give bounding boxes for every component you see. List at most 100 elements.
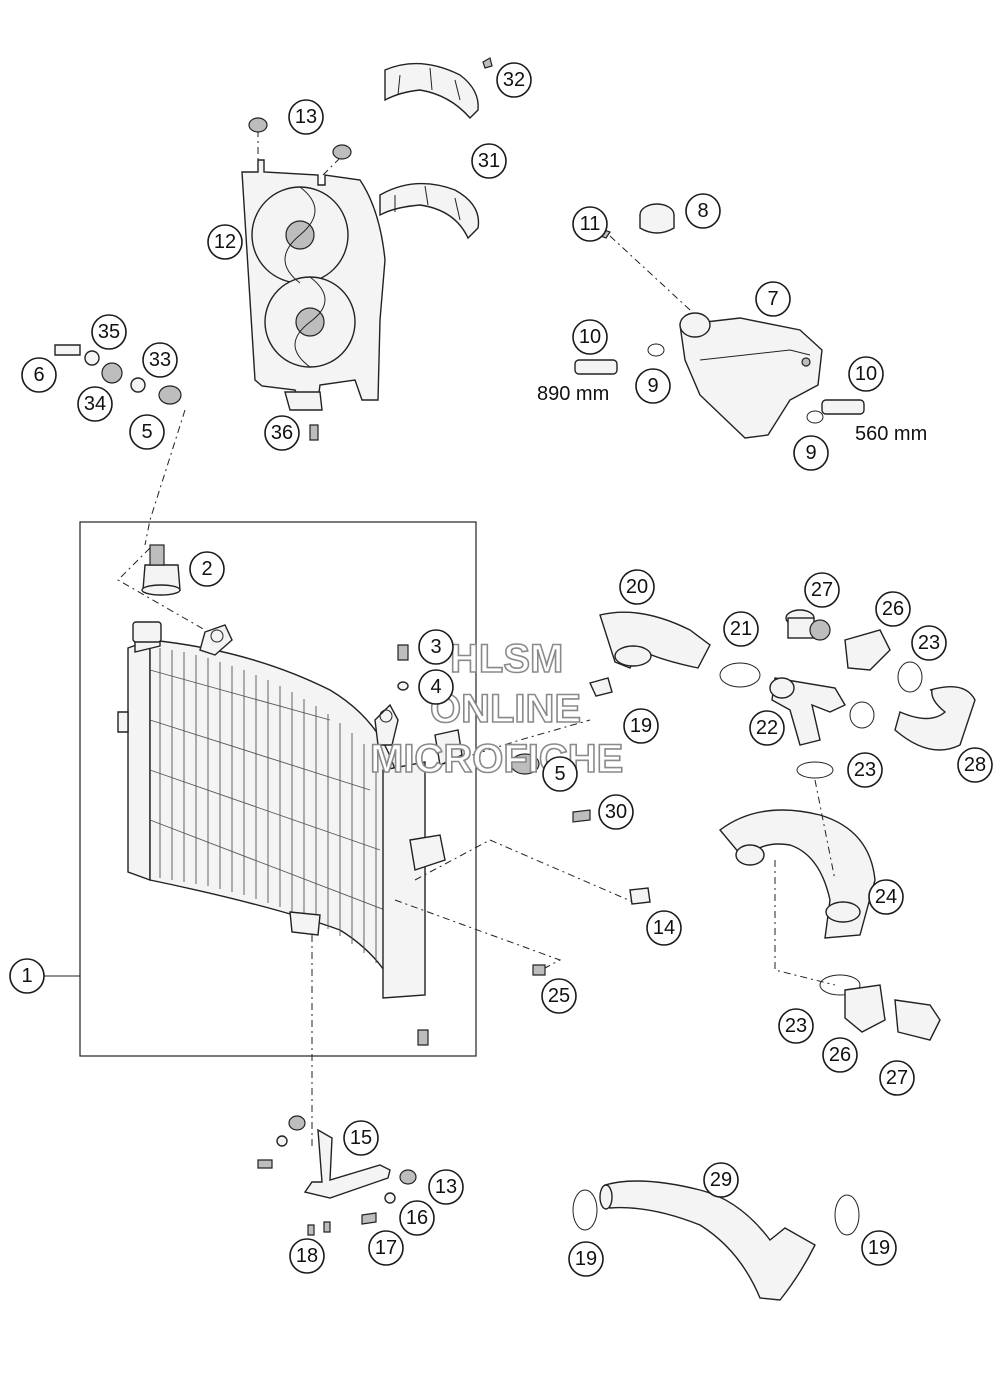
hose-20 bbox=[599, 611, 711, 669]
svg-text:19: 19 bbox=[868, 1237, 890, 1259]
callout-12: 12 bbox=[207, 224, 243, 260]
expansion-tank-cap bbox=[639, 203, 675, 234]
svg-text:15: 15 bbox=[350, 1127, 372, 1149]
callout-23-top-right: 23 bbox=[911, 625, 947, 661]
svg-text:26: 26 bbox=[882, 598, 904, 620]
svg-text:21: 21 bbox=[730, 618, 752, 640]
svg-text:28: 28 bbox=[964, 754, 986, 776]
svg-text:8: 8 bbox=[697, 200, 708, 222]
callout-6: 6 bbox=[21, 357, 57, 393]
radiator bbox=[117, 621, 463, 999]
svg-text:24: 24 bbox=[875, 886, 897, 908]
svg-text:34: 34 bbox=[84, 393, 106, 415]
svg-text:26: 26 bbox=[829, 1044, 851, 1066]
svg-text:7: 7 bbox=[767, 288, 778, 310]
fan-cover-upper bbox=[384, 62, 479, 120]
callout-27-bottom: 27 bbox=[879, 1060, 915, 1096]
svg-text:31: 31 bbox=[478, 150, 500, 172]
callout-32: 32 bbox=[496, 62, 532, 98]
callout-15: 15 bbox=[343, 1120, 379, 1156]
callout-13-bottom: 13 bbox=[428, 1169, 464, 1205]
callout-26-bottom: 26 bbox=[822, 1037, 858, 1073]
left-fasteners bbox=[54, 344, 182, 405]
svg-text:30: 30 bbox=[605, 801, 627, 823]
callout-19-bottom-left: 19 bbox=[568, 1241, 604, 1277]
svg-text:3: 3 bbox=[430, 636, 441, 658]
svg-text:14: 14 bbox=[653, 917, 675, 939]
hose-24 bbox=[718, 809, 876, 939]
callout-21: 21 bbox=[723, 611, 759, 647]
callout-17: 17 bbox=[368, 1230, 404, 1266]
t-connector bbox=[769, 677, 846, 746]
svg-text:19: 19 bbox=[575, 1248, 597, 1270]
radiator-cap bbox=[141, 544, 181, 596]
watermark-line3: MICROFICHE bbox=[370, 737, 623, 781]
svg-text:5: 5 bbox=[141, 421, 152, 443]
svg-text:19: 19 bbox=[630, 715, 652, 737]
watermark-line1: HLSM bbox=[450, 637, 563, 681]
svg-text:2: 2 bbox=[201, 558, 212, 580]
svg-text:9: 9 bbox=[805, 442, 816, 464]
callout-27-top: 27 bbox=[804, 572, 840, 608]
callout-30: 30 bbox=[598, 794, 634, 830]
svg-text:22: 22 bbox=[756, 717, 778, 739]
callout-28: 28 bbox=[957, 747, 993, 783]
svg-text:16: 16 bbox=[406, 1207, 428, 1229]
callout-36: 36 bbox=[264, 415, 300, 451]
callout-18: 18 bbox=[289, 1238, 325, 1274]
callout-33: 33 bbox=[142, 342, 178, 378]
callout-22: 22 bbox=[749, 710, 785, 746]
svg-text:13: 13 bbox=[295, 106, 317, 128]
callout-3: 3 bbox=[418, 629, 454, 665]
svg-text:27: 27 bbox=[886, 1067, 908, 1089]
svg-text:13: 13 bbox=[435, 1176, 457, 1198]
callout-19-middle: 19 bbox=[623, 708, 659, 744]
callout-5-left: 5 bbox=[129, 414, 165, 450]
svg-text:10: 10 bbox=[855, 363, 877, 385]
callout-14: 14 bbox=[646, 910, 682, 946]
svg-text:23: 23 bbox=[785, 1015, 807, 1037]
svg-text:5: 5 bbox=[554, 763, 565, 785]
fan-shroud bbox=[241, 159, 386, 411]
callout-1: 1 bbox=[9, 958, 45, 994]
fan-cover-lower bbox=[379, 182, 480, 240]
callout-24: 24 bbox=[868, 879, 904, 915]
svg-text:17: 17 bbox=[375, 1237, 397, 1259]
callout-25: 25 bbox=[541, 978, 577, 1014]
callout-8: 8 bbox=[685, 193, 721, 229]
radiator-group-frame bbox=[79, 521, 477, 1057]
measurement-890: 890 mm bbox=[537, 383, 609, 405]
svg-text:36: 36 bbox=[271, 422, 293, 444]
callout-23-lower: 23 bbox=[778, 1008, 814, 1044]
watermark-line2: ONLINE bbox=[430, 687, 581, 731]
svg-text:23: 23 bbox=[918, 632, 940, 654]
hose-29 bbox=[599, 1180, 816, 1301]
svg-text:35: 35 bbox=[98, 321, 120, 343]
callout-19-bottom-right: 19 bbox=[861, 1230, 897, 1266]
svg-text:18: 18 bbox=[296, 1245, 318, 1267]
svg-text:9: 9 bbox=[647, 375, 658, 397]
thermostat-top bbox=[785, 609, 831, 641]
callout-9-left: 9 bbox=[635, 368, 671, 404]
bottom-bracket bbox=[303, 1128, 391, 1199]
callout-13-top: 13 bbox=[288, 99, 324, 135]
callout-29: 29 bbox=[703, 1162, 739, 1198]
callout-35: 35 bbox=[91, 314, 127, 350]
svg-text:33: 33 bbox=[149, 349, 171, 371]
svg-text:6: 6 bbox=[33, 364, 44, 386]
callout-9-right: 9 bbox=[793, 435, 829, 471]
svg-text:29: 29 bbox=[710, 1169, 732, 1191]
callout-16: 16 bbox=[399, 1200, 435, 1236]
callout-4: 4 bbox=[418, 669, 454, 705]
callout-20: 20 bbox=[619, 569, 655, 605]
callout-10-left: 10 bbox=[572, 319, 608, 355]
svg-text:11: 11 bbox=[580, 213, 601, 235]
svg-text:27: 27 bbox=[811, 579, 833, 601]
svg-text:23: 23 bbox=[854, 759, 876, 781]
svg-text:4: 4 bbox=[430, 676, 441, 698]
callout-31: 31 bbox=[471, 143, 507, 179]
svg-text:20: 20 bbox=[626, 576, 648, 598]
radiator-fins bbox=[149, 648, 386, 963]
svg-text:1: 1 bbox=[21, 965, 32, 987]
callout-11: 11 bbox=[572, 206, 608, 242]
